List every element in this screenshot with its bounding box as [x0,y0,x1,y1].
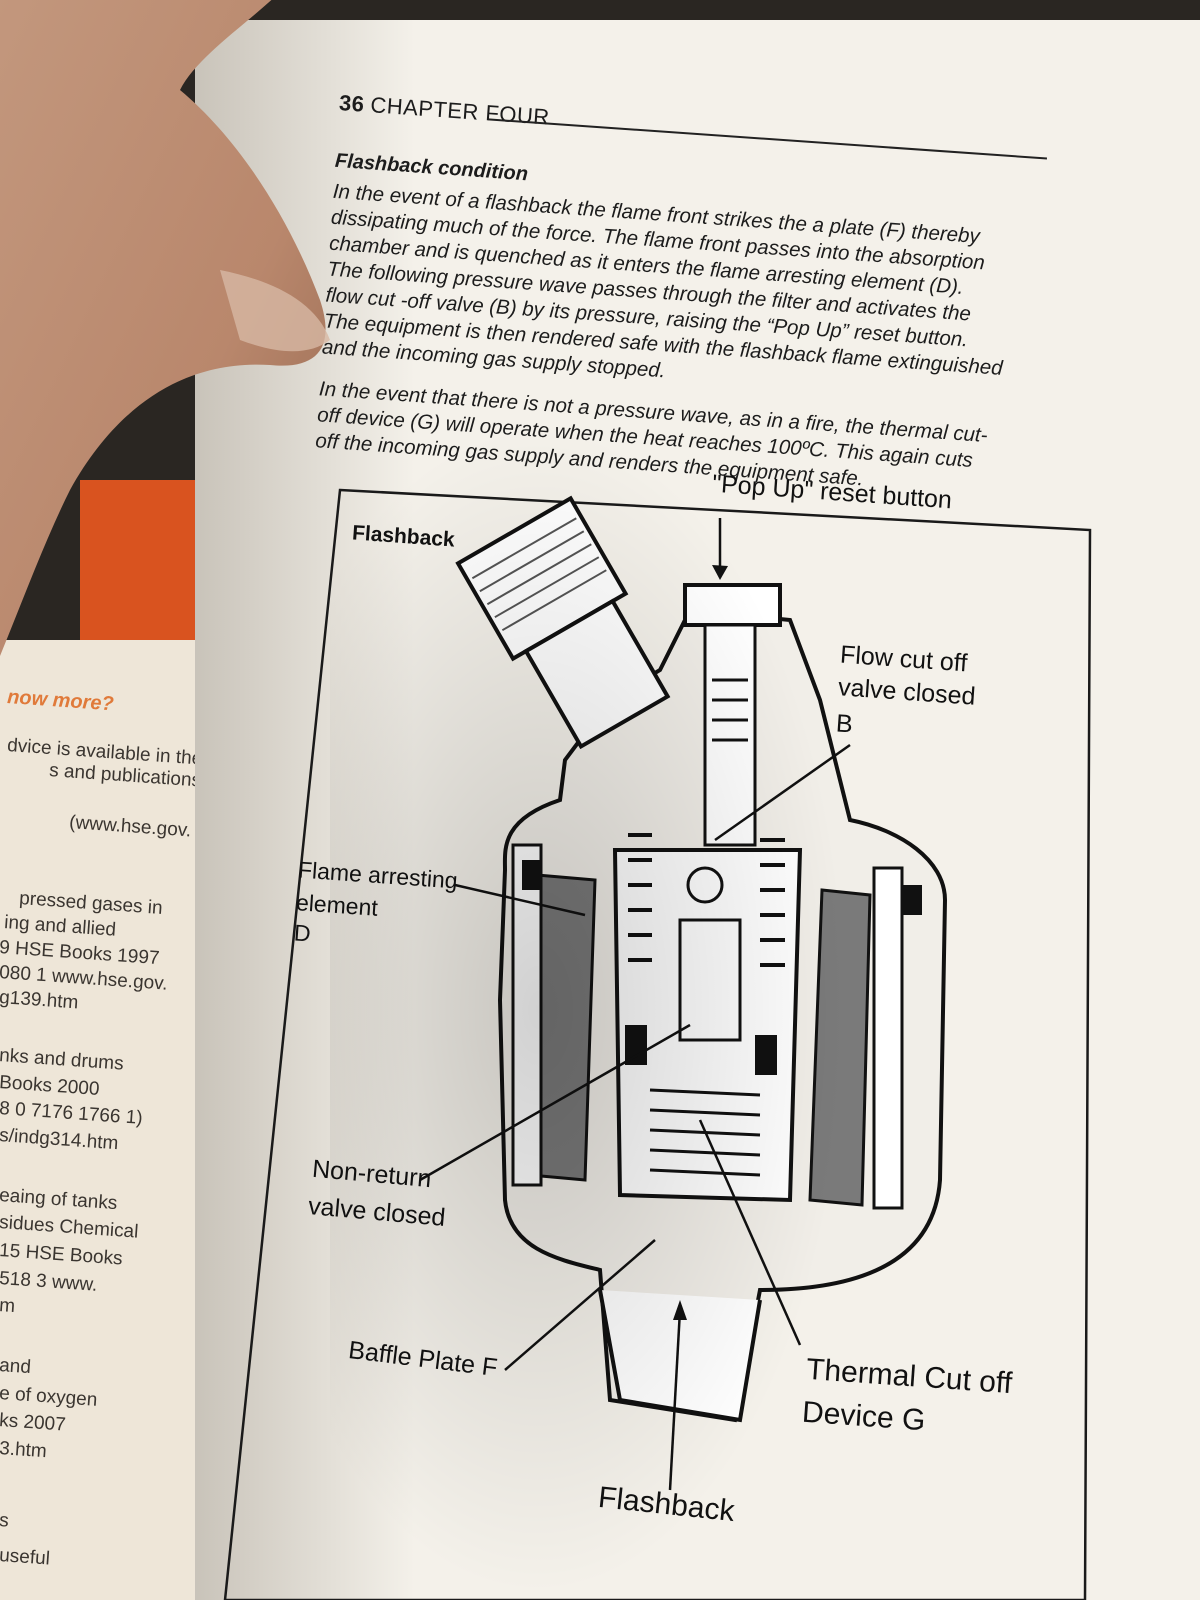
left-spring [628,833,652,962]
angled-inlet-fitting [455,495,671,750]
seal-block [625,1025,647,1065]
right-spring [760,838,785,967]
thumb [0,0,330,656]
flashback-arrow-head [673,1300,687,1320]
popup-arrow-head [712,565,728,580]
label-flame-arresting-2: element [295,889,379,921]
valve-stem [703,623,757,847]
seal-block [522,860,542,890]
right-arrestor-element [808,888,872,1207]
outlet-fitting [598,1289,762,1423]
label-flow-cut-off-3: B [835,709,854,739]
figure-frame [223,488,1092,1600]
pop-up-button [683,583,782,627]
valve-ball [686,866,724,904]
leader-lines [419,518,851,1491]
label-flame-arresting-3: D [293,919,312,947]
seal-block [902,885,922,915]
seal-block [755,1035,777,1075]
stem-spring [712,678,748,742]
